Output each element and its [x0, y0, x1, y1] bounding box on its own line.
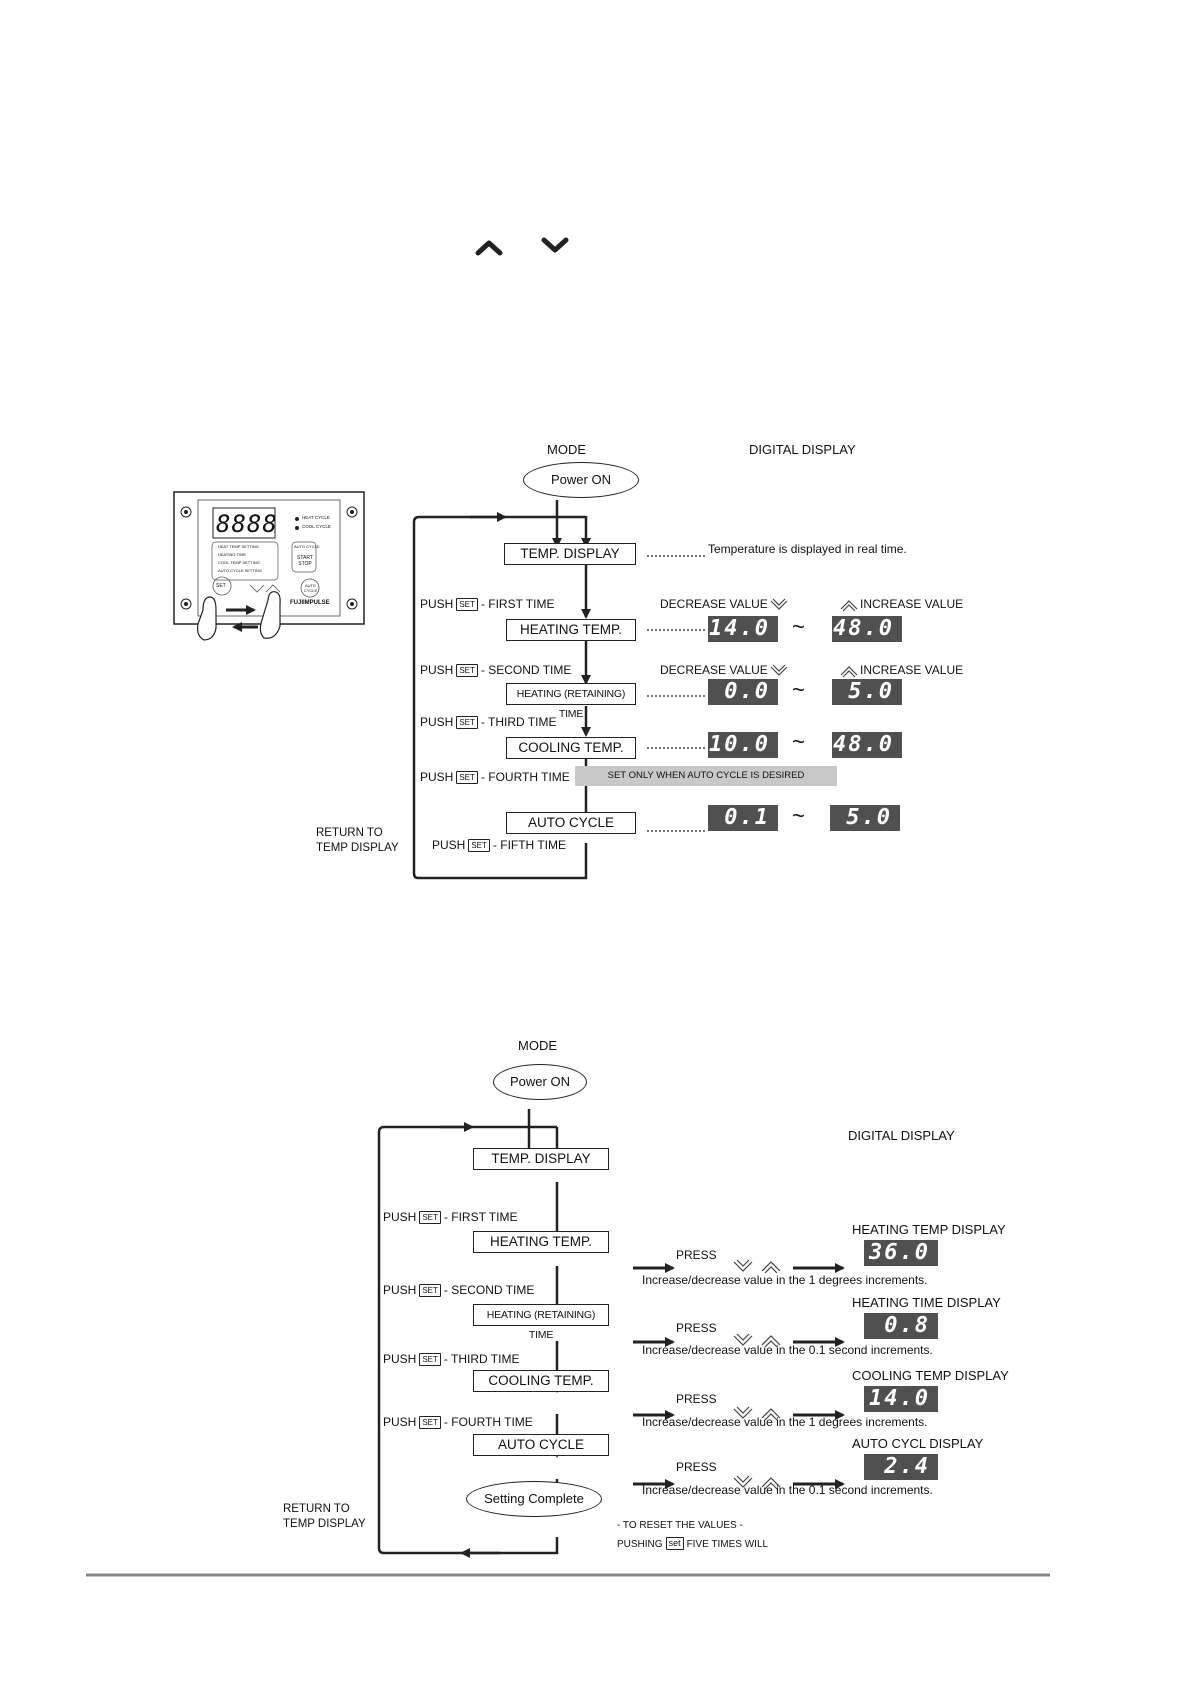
decrease-label-1: DECREASE VALUE — [660, 597, 768, 611]
tilde-3: ~ — [792, 729, 805, 754]
panel-setting-1: HEAT TEMP SETTING — [218, 544, 259, 549]
lcd-heating-min: 14.0 — [708, 616, 778, 642]
desc-1: Increase/decrease value in the 1 degrees… — [642, 1273, 928, 1287]
desc-2: Increase/decrease value in the 0.1 secon… — [642, 1343, 933, 1357]
lcd2-heating-temp: 36.0 — [864, 1240, 938, 1266]
return-label-1a: RETURN TO — [316, 827, 383, 839]
chevron-up-icon — [475, 240, 503, 256]
lcd2-cooling-temp: 14.0 — [864, 1386, 938, 1412]
cooling-temp-box-2: COOLING TEMP. — [473, 1370, 609, 1392]
press-label-2: PRESS — [676, 1321, 717, 1335]
lcd2-heating-time: 0.8 — [864, 1313, 938, 1339]
display-title-1: HEATING TEMP DISPLAY — [852, 1222, 1006, 1237]
panel-led-heat: HEAT CYCLE — [302, 515, 330, 520]
press-chevrons — [733, 1259, 781, 1490]
panel-setting-2: HEATING TIME — [218, 552, 247, 557]
auto-cycle-note: SET ONLY WHEN AUTO CYCLE IS DESIRED — [575, 766, 837, 786]
return-label-2b: TEMP DISPLAY — [283, 1518, 366, 1530]
realtime-note: Temperature is displayed in real time. — [708, 542, 907, 556]
auto-cycle-box-1: AUTO CYCLE — [506, 812, 636, 834]
decrease-label-2: DECREASE VALUE — [660, 663, 768, 677]
display-title-4: AUTO CYCL DISPLAY — [852, 1436, 984, 1451]
press-label-3: PRESS — [676, 1392, 717, 1406]
lcd-heating-max: 48.0 — [832, 616, 902, 642]
lcd-time-min: 0.0 — [708, 679, 778, 705]
temp-display-box-2: TEMP. DISPLAY — [473, 1148, 609, 1170]
auto-cycle-box-2: AUTO CYCLE — [473, 1434, 609, 1456]
lcd-cooling-min: 10.0 — [708, 732, 778, 758]
lcd-auto-max: 5.0 — [830, 805, 900, 831]
tilde-2: ~ — [792, 677, 805, 702]
return-label-2a: RETURN TO — [283, 1503, 350, 1515]
cooling-temp-box-1: COOLING TEMP. — [506, 737, 636, 759]
panel-brand: FUJIIMPULSE — [290, 600, 330, 606]
heating-time-box-1: HEATING (RETAINING) TIME — [506, 683, 636, 720]
mode-label-1: MODE — [547, 442, 586, 457]
panel-led-cool: COOL CYCLE — [302, 524, 331, 529]
setting-complete-oval: Setting Complete — [466, 1481, 602, 1517]
press-label-4: PRESS — [676, 1460, 717, 1474]
return-label-1b: TEMP DISPLAY — [316, 842, 399, 854]
panel-setting-3: COOL TEMP SETTING — [218, 560, 260, 565]
mode-label-2: MODE — [518, 1038, 557, 1053]
panel-auto-label: AUTO CYCLE — [294, 544, 320, 549]
temp-display-box-1: TEMP. DISPLAY — [504, 543, 636, 565]
display-title-2: HEATING TIME DISPLAY — [852, 1295, 1001, 1310]
panel-auto-button: AUTO CYCLE — [303, 583, 318, 593]
panel-set-button: SET — [216, 583, 226, 589]
heating-time-box-2: HEATING (RETAINING) TIME — [473, 1304, 609, 1341]
increase-label-2: INCREASE VALUE — [860, 663, 964, 677]
panel-start-stop: START STOP — [297, 555, 313, 567]
heating-temp-box-2: HEATING TEMP. — [473, 1231, 609, 1253]
panel-display: 8888 — [216, 510, 278, 538]
lcd-time-max: 5.0 — [832, 679, 902, 705]
tilde-4: ~ — [792, 803, 805, 828]
tilde-1: ~ — [792, 614, 805, 639]
panel-setting-4: AUTO CYCLE SETTING — [218, 568, 262, 573]
digital-display-label-2: DIGITAL DISPLAY — [848, 1128, 955, 1143]
reset-note-1: - TO RESET THE VALUES - — [617, 1520, 743, 1531]
desc-4: Increase/decrease value in the 0.1 secon… — [642, 1483, 933, 1497]
lcd-cooling-max: 48.0 — [832, 732, 902, 758]
power-on-oval-1: Power ON — [523, 462, 639, 498]
display-title-3: COOLING TEMP DISPLAY — [852, 1368, 1009, 1383]
desc-3: Increase/decrease value in the 1 degrees… — [642, 1415, 928, 1429]
control-panel-illustration — [173, 491, 365, 641]
lcd-auto-min: 0.1 — [708, 805, 778, 831]
chevron-down-icon — [541, 237, 569, 253]
heating-temp-box-1: HEATING TEMP. — [506, 619, 636, 641]
press-label-1: PRESS — [676, 1248, 717, 1262]
digital-display-label-1: DIGITAL DISPLAY — [749, 442, 856, 457]
power-on-oval-2: Power ON — [493, 1064, 587, 1100]
lcd2-auto-cycle: 2.4 — [864, 1454, 938, 1480]
increase-label-1: INCREASE VALUE — [860, 597, 964, 611]
